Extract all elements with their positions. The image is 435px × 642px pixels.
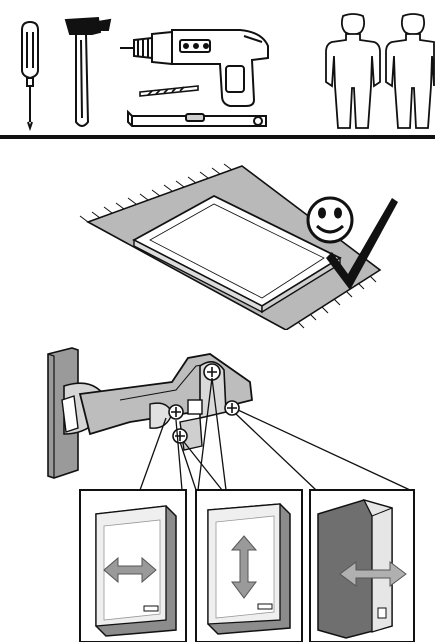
person-icon	[325, 13, 381, 129]
spirit-level-icon	[127, 109, 267, 127]
work-surface-illustration	[79, 163, 398, 330]
hinge-illustration	[47, 347, 415, 642]
drill-icon	[120, 29, 269, 107]
callout-lines	[139, 377, 411, 491]
adjustment-horizontal	[79, 489, 187, 642]
section-divider	[0, 135, 435, 139]
tools-section	[0, 0, 435, 136]
person-icon	[385, 13, 435, 129]
smiley-icon	[306, 196, 354, 244]
screw-icon	[168, 363, 240, 444]
hinge-adjustment-section	[0, 330, 435, 642]
checkmark-icon	[326, 198, 398, 290]
adjustment-depth	[309, 489, 415, 642]
hinge-icon	[47, 347, 253, 479]
vertical-arrow-icon	[230, 535, 258, 599]
hammer-icon	[64, 16, 112, 127]
adjustment-vertical	[195, 489, 303, 642]
screwdriver-icon	[21, 20, 39, 132]
panel-icon	[132, 194, 342, 314]
depth-arrow-icon	[339, 561, 407, 587]
work-surface-section	[0, 140, 435, 330]
horizontal-arrow-icon	[103, 556, 157, 584]
tools-illustration	[21, 13, 435, 132]
drill-bit-icon	[139, 85, 199, 97]
